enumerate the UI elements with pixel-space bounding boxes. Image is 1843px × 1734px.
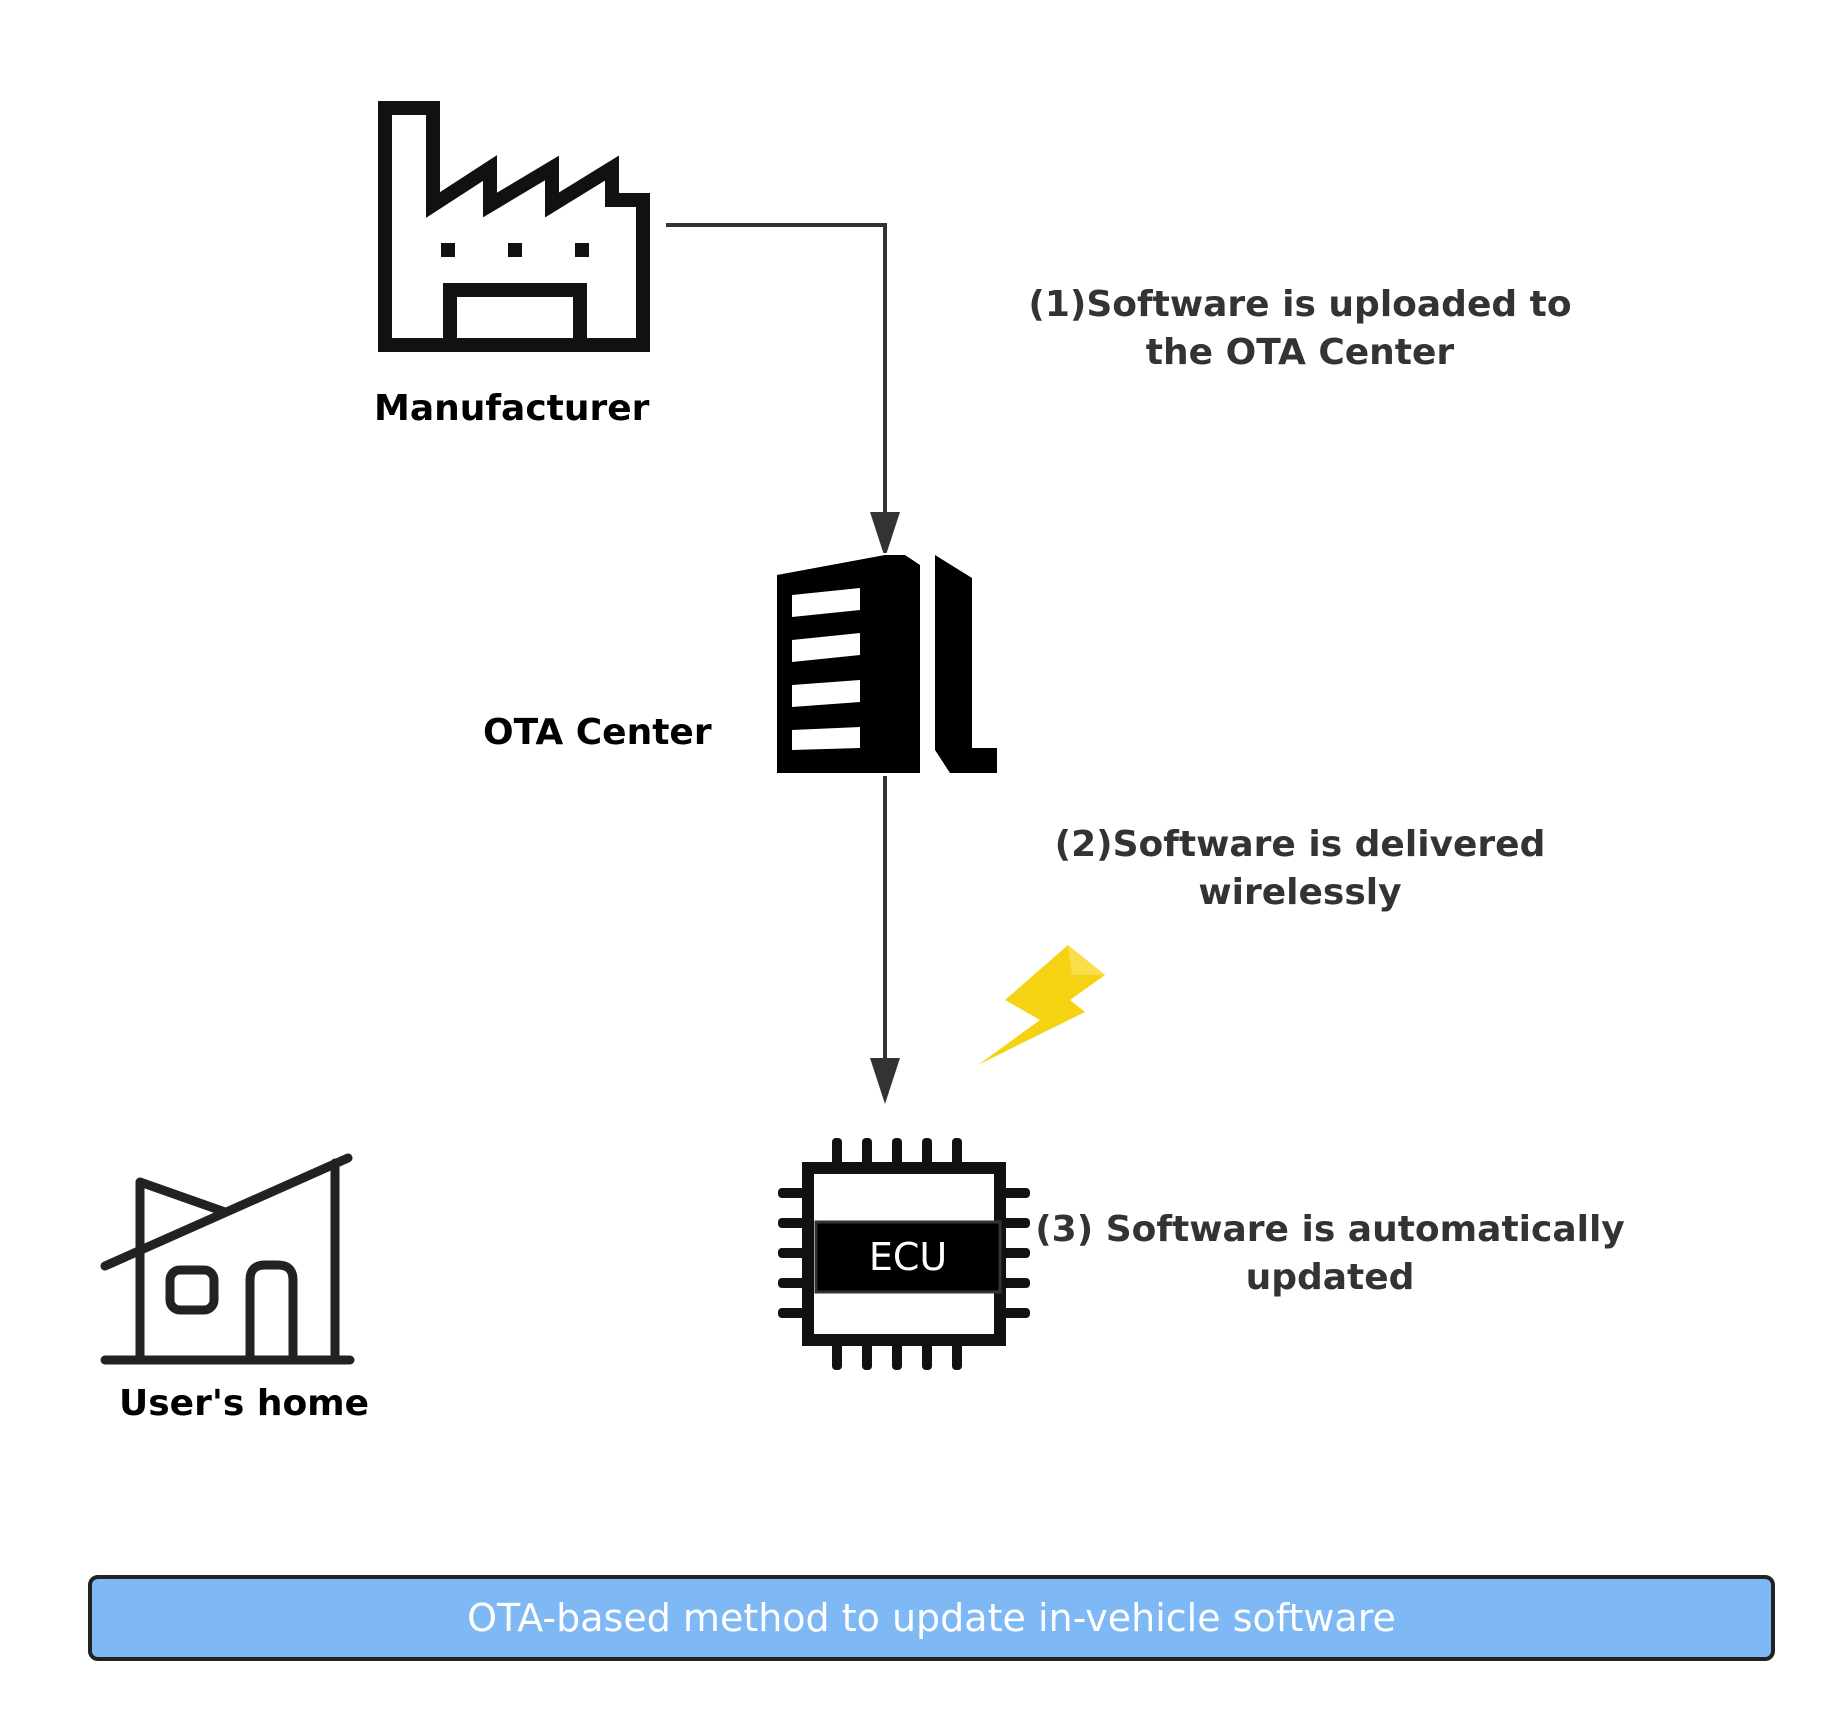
- ecu-label: ECU: [868, 1235, 948, 1279]
- arrow-ota-to-ecu: [870, 776, 900, 1104]
- step-1-line-1: (1)Software is uploaded to: [1028, 284, 1572, 325]
- caption-text: OTA-based method to update in-vehicle so…: [467, 1596, 1396, 1640]
- ota-center-label: OTA Center: [483, 712, 712, 753]
- step-1-line-2: the OTA Center: [1145, 332, 1455, 373]
- step-2-line-1: (2)Software is delivered: [1054, 824, 1546, 865]
- house-icon: [100, 1153, 355, 1365]
- step-2-line-2: wirelessly: [1198, 872, 1402, 913]
- factory-icon: [378, 101, 650, 352]
- step-3-label: (3) Software is automatically updated: [1030, 1206, 1630, 1302]
- step-1-label: (1)Software is uploaded to the OTA Cente…: [1000, 281, 1600, 377]
- step-3-line-2: updated: [1245, 1257, 1415, 1298]
- arrow-manufacturer-to-ota: [666, 223, 900, 558]
- microchip-icon: [778, 1138, 1030, 1370]
- step-2-label: (2)Software is delivered wirelessly: [1000, 821, 1600, 917]
- lightning-bolt-icon: [978, 945, 1105, 1065]
- office-building-icon: [777, 553, 997, 773]
- step-3-line-1: (3) Software is automatically: [1035, 1209, 1625, 1250]
- users-home-label: User's home: [119, 1383, 370, 1424]
- manufacturer-label: Manufacturer: [374, 388, 650, 429]
- caption-banner: OTA-based method to update in-vehicle so…: [88, 1575, 1775, 1661]
